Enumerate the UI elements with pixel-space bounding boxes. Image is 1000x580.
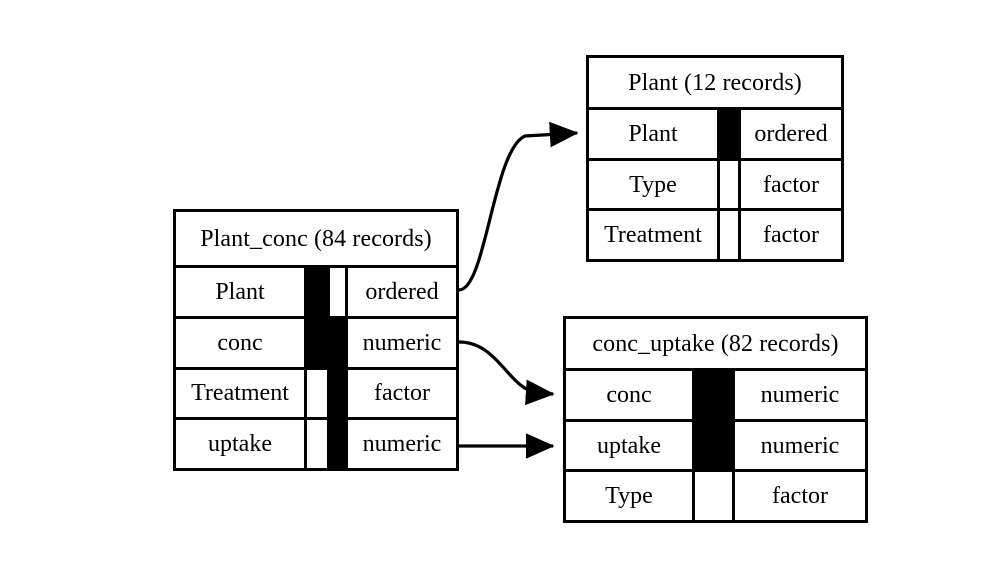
table-row[interactable]: uptake numeric [566,421,865,473]
key-marker-primary [695,421,735,470]
relation-arrow-plant [458,121,579,292]
field-name: Type [566,472,695,521]
table-plant[interactable]: Plant (12 records) Plant ordered Type fa… [586,55,844,262]
field-type: numeric [760,432,840,459]
field-type: factor [772,483,828,510]
table-row[interactable]: conc numeric [176,318,456,370]
table-row[interactable]: Plant ordered [589,110,841,161]
key-marker-primary [307,318,330,367]
field-type: ordered [754,120,828,147]
table-title-conc-uptake: conc_uptake (82 records) [566,319,865,371]
key-marker-secondary [330,318,348,367]
field-name: Type [589,160,720,209]
key-marker-secondary [330,268,348,316]
table-row[interactable]: uptake numeric [176,420,456,468]
field-type: numeric [362,329,442,356]
relation-arrow-conc [458,340,555,406]
field-type: factor [763,171,819,198]
field-name: conc [176,318,307,367]
table-row[interactable]: Treatment factor [589,211,841,260]
field-name: Plant [589,110,720,158]
table-conc-uptake[interactable]: conc_uptake (82 records) conc numeric up… [563,316,868,523]
field-name: conc [566,371,695,419]
field-type: factor [374,380,430,407]
key-marker-primary [720,160,741,209]
key-marker-primary [695,472,735,521]
table-row[interactable]: Plant ordered [176,268,456,319]
key-marker-primary [720,110,741,158]
table-plant-conc[interactable]: Plant_conc (84 records) Plant ordered co… [173,209,459,471]
table-title-plant: Plant (12 records) [589,58,841,110]
table-title-plant-conc: Plant_conc (84 records) [176,212,456,268]
field-type: factor [763,222,819,249]
field-name: uptake [176,420,307,468]
key-marker-primary [695,371,735,419]
key-marker-primary [307,268,330,316]
field-type: numeric [362,431,442,458]
table-row[interactable]: Treatment factor [176,369,456,421]
field-name: uptake [566,421,695,470]
key-marker-primary [307,420,330,468]
table-row[interactable]: conc numeric [566,371,865,422]
field-name: Plant [176,268,307,316]
field-name: Treatment [176,369,307,418]
key-marker-primary [307,369,330,418]
table-row[interactable]: Type factor [566,472,865,521]
key-marker-primary [720,211,741,260]
table-row[interactable]: Type factor [589,160,841,212]
field-type: ordered [365,278,439,305]
field-type: numeric [760,381,840,408]
key-marker-secondary [330,369,348,418]
field-name: Treatment [589,211,720,260]
key-marker-secondary [330,420,348,468]
